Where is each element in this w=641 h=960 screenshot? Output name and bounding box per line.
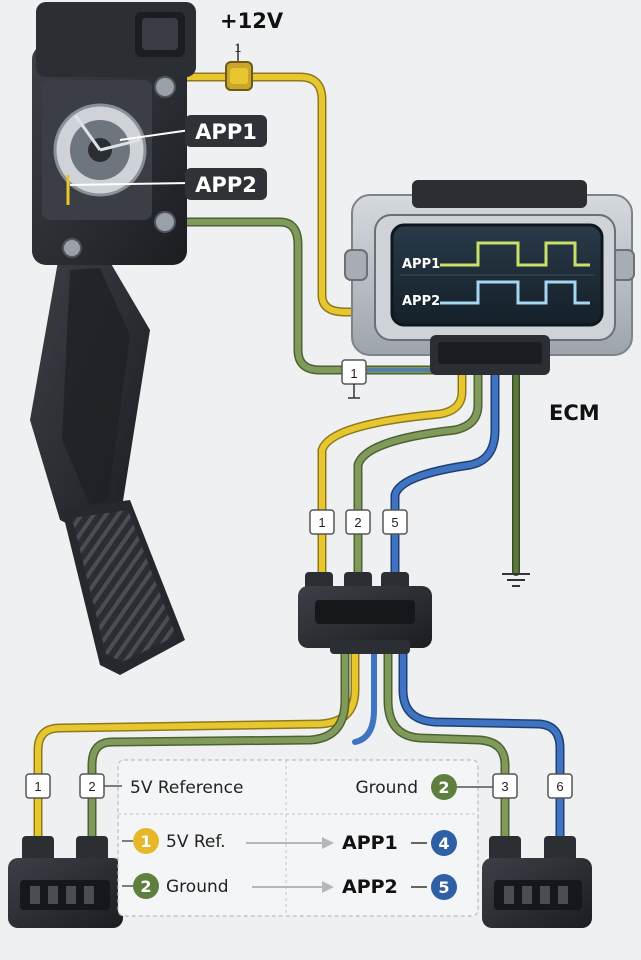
app2-trace <box>440 280 590 305</box>
svg-text:5: 5 <box>391 515 398 530</box>
left-sensor-connector <box>8 836 123 928</box>
ecm-label: ECM <box>549 401 600 425</box>
inline-connector <box>298 572 432 654</box>
sensor-label-app2: APP2 <box>185 168 267 200</box>
arrow-right-icon <box>246 837 334 849</box>
bottom-pin-labels: 1 2 3 6 <box>25 773 573 799</box>
badge-app1 <box>431 830 457 856</box>
svg-text:1: 1 <box>350 366 357 381</box>
ground-symbol-icon <box>502 573 530 587</box>
legend-5v-reference: 5V Reference <box>130 778 243 798</box>
svg-text:1: 1 <box>235 41 242 55</box>
svg-text:APP1: APP1 <box>402 257 440 272</box>
badge-5v-ref <box>133 828 159 854</box>
svg-text:2: 2 <box>438 778 449 797</box>
wires <box>33 72 565 855</box>
right-sensor-connector <box>482 836 592 928</box>
legend-5v-ref-row: 5V Ref. <box>166 832 226 852</box>
svg-text:1: 1 <box>140 832 151 851</box>
svg-text:3: 3 <box>501 779 508 794</box>
accelerator-pedal <box>30 2 196 675</box>
svg-text:APP2: APP2 <box>195 173 257 197</box>
legend-app2: APP2 <box>342 876 398 898</box>
badge-ground <box>133 873 159 899</box>
legend-panel: 5V Reference Ground 2 1 5V Ref. APP1 4 2… <box>104 759 493 917</box>
svg-text:6: 6 <box>556 779 563 794</box>
badge-app2 <box>431 874 457 900</box>
legend-app1: APP1 <box>342 832 398 854</box>
arrow-right-icon-2 <box>252 881 334 893</box>
ecm-module: APP1 APP2 <box>344 180 635 375</box>
legend-ground-row: Ground <box>166 877 229 897</box>
svg-text:5: 5 <box>438 878 449 897</box>
sensor-label-app1: APP1 <box>185 115 267 147</box>
svg-text:APP2: APP2 <box>402 294 440 309</box>
svg-text:1: 1 <box>34 779 41 794</box>
svg-text:1: 1 <box>318 515 325 530</box>
blue-wire-bottom-mid <box>352 645 377 745</box>
svg-text:2: 2 <box>140 877 151 896</box>
svg-text:APP1: APP1 <box>195 120 257 144</box>
svg-text:2: 2 <box>354 515 361 530</box>
app1-trace <box>440 241 590 267</box>
svg-text:2: 2 <box>88 779 95 794</box>
power-tap: 1 <box>225 41 253 91</box>
svg-text:4: 4 <box>438 834 449 853</box>
legend-ground: Ground <box>355 778 418 798</box>
badge-ground-top <box>431 774 457 800</box>
harness-pin-labels: 1 2 5 <box>309 509 408 535</box>
power-label: +12V <box>220 9 284 33</box>
ecm-tap-pin: 1 <box>341 359 367 399</box>
